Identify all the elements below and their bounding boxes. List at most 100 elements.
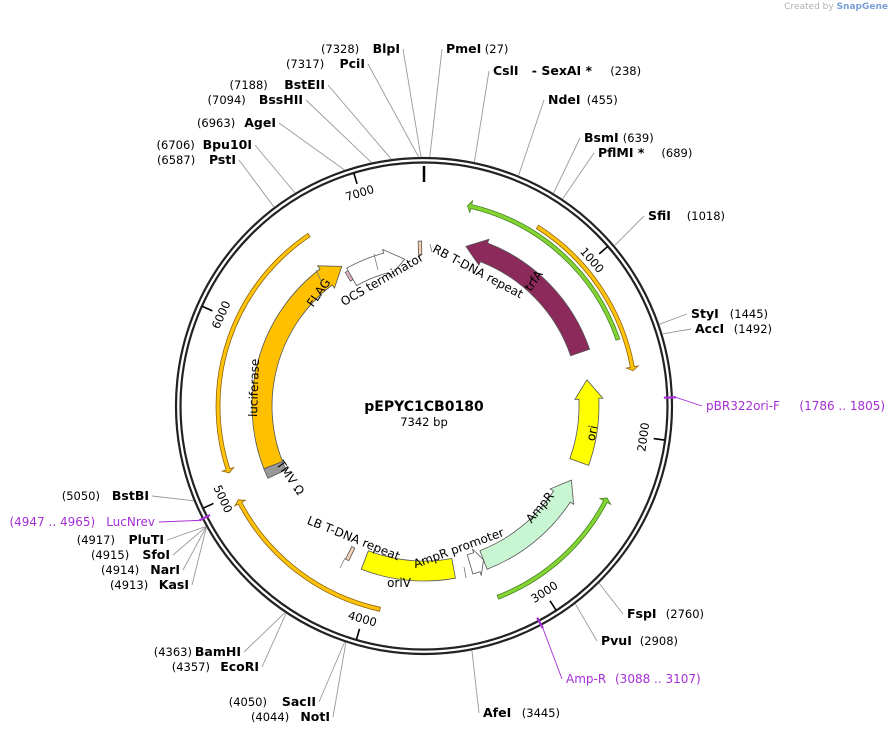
site-name-blpi[interactable]: BlpI xyxy=(373,41,400,56)
site-kasi[interactable]: KasI(4913) xyxy=(110,526,207,592)
tick-label-7000: 7000 xyxy=(344,182,376,204)
site-ecori[interactable]: EcoRI(4357) xyxy=(172,613,287,674)
site-pflmi[interactable]: PflMI *(689) xyxy=(562,145,693,200)
feature-ocs-terminator[interactable] xyxy=(346,248,406,287)
site-name-bamhi[interactable]: BamHI xyxy=(195,644,241,659)
site-afei[interactable]: AfeI(3445) xyxy=(471,650,560,720)
primer-lucnrev[interactable]: LucNrev(4947 .. 4965) xyxy=(9,513,211,529)
site-bsteii[interactable]: BstEII(7188) xyxy=(230,77,392,160)
site-name-bstbi[interactable]: BstBI xyxy=(112,488,149,503)
site-name-psti[interactable]: PstI xyxy=(209,152,236,167)
site-pluti[interactable]: PluTI (4917) xyxy=(77,525,207,547)
site-nari[interactable]: NarI(4914) xyxy=(101,526,207,577)
site-name-pmei[interactable]: PmeI xyxy=(446,41,481,56)
feature-rb-t-dna-repeat[interactable] xyxy=(417,240,423,256)
feature-shape-luciferase[interactable] xyxy=(251,265,343,470)
feature-shape-trfa[interactable] xyxy=(465,238,591,357)
backbone-outer-circle xyxy=(174,156,674,656)
site-leader-bsmi xyxy=(553,137,581,194)
site-name-pflmi[interactable]: PflMI * xyxy=(598,145,645,160)
site-name-bsshii[interactable]: BssHII xyxy=(259,92,303,107)
center-label: pEPYC1CB0180 7342 bp xyxy=(364,399,484,429)
primer-pbr322ori-f[interactable]: pBR322ori-F (1786 .. 1805) xyxy=(663,396,885,413)
site-name-bsmi[interactable]: BsmI xyxy=(584,130,619,145)
site-name-bsteii[interactable]: BstEII xyxy=(284,77,325,92)
site-name-pcii[interactable]: PciI xyxy=(339,56,365,71)
site-psti[interactable]: PstI(6587) xyxy=(157,152,275,208)
feature-luciferase[interactable] xyxy=(251,265,343,470)
site-name-ecori[interactable]: EcoRI xyxy=(220,659,259,674)
primer-name-lucnrev[interactable]: LucNrev xyxy=(106,515,155,529)
site-leader-acci xyxy=(662,328,692,335)
site-name-bpu10i[interactable]: Bpu10I xyxy=(203,137,252,152)
site-pmei[interactable]: PmeI(27) xyxy=(429,41,509,158)
site-ndei[interactable]: NdeI(455) xyxy=(518,92,618,176)
site-name-sacii[interactable]: SacII xyxy=(282,694,316,709)
feature-shape-ampr[interactable] xyxy=(479,479,575,570)
site-name-noti[interactable]: NotI xyxy=(300,709,330,724)
site-styi[interactable]: StyI (1445) xyxy=(659,306,768,325)
site-pos-pluti: (4917) xyxy=(77,533,115,547)
site-name-styi[interactable]: StyI xyxy=(691,306,719,321)
site-name-agei[interactable]: AgeI xyxy=(244,115,276,130)
feature-shape-ocs-terminator[interactable] xyxy=(346,248,406,287)
site-name-sfoi[interactable]: SfoI xyxy=(142,547,170,562)
primer-name-amp-r[interactable]: Amp-R xyxy=(566,672,606,686)
feature-shape-rb-t-dna-repeat[interactable] xyxy=(417,240,423,256)
feature-leader-2 xyxy=(429,243,433,253)
site-name-nari[interactable]: NarI xyxy=(150,562,180,577)
site-bpu10i[interactable]: Bpu10I(6706) xyxy=(157,137,296,194)
site-bsmi[interactable]: BsmI(639) xyxy=(553,130,654,194)
site-fspi[interactable]: FspI(2760) xyxy=(598,582,704,621)
site-blpi[interactable]: BlpI(7328) xyxy=(321,41,422,158)
site-pvui[interactable]: PvuI(2908) xyxy=(574,603,678,648)
site-agei[interactable]: AgeI(6963) xyxy=(197,115,345,171)
site-sfoi[interactable]: SfoI(4915) xyxy=(91,526,207,562)
site-name-pluti[interactable]: PluTI xyxy=(128,532,164,547)
primer-amp-r[interactable]: Amp-R(3088 .. 3107) xyxy=(536,617,701,686)
orf-arrow-2[interactable] xyxy=(215,232,311,474)
feature-ampr[interactable] xyxy=(479,479,575,570)
site-name-fspi[interactable]: FspI xyxy=(627,606,657,621)
site-sacii[interactable]: SacII(4050) xyxy=(229,641,346,709)
site-bsshii[interactable]: BssHII(7094) xyxy=(208,92,372,163)
tick-label-5000: 5000 xyxy=(210,483,235,515)
feature-shape-ampr-promoter[interactable] xyxy=(466,548,484,576)
feature-lb-t-dna-repeat[interactable] xyxy=(344,546,356,562)
site-name-ndei[interactable]: NdeI xyxy=(548,92,581,107)
feature-ori[interactable] xyxy=(569,379,604,466)
tick-mark-2000 xyxy=(653,437,665,441)
site-leader-sfii xyxy=(614,215,645,247)
feature-shape-ori[interactable] xyxy=(569,379,604,466)
primer-range-pbr322ori-f: (1786 .. 1805) xyxy=(799,399,885,413)
site-pcii[interactable]: PciI(7317) xyxy=(286,56,420,158)
site-noti[interactable]: NotI(4044) xyxy=(251,642,347,724)
primer-leader-lucnrev xyxy=(158,519,200,523)
site-name-pvui[interactable]: PvuI xyxy=(601,633,632,648)
site-bstbi[interactable]: BstBI(5050) xyxy=(62,488,194,503)
orf-arrow-1[interactable] xyxy=(233,499,381,612)
backbone xyxy=(174,156,674,656)
site-name-acci[interactable]: AccI xyxy=(695,321,724,336)
site-name-csli[interactable]: CslI xyxy=(493,63,519,78)
tick-mark-3000 xyxy=(549,600,557,611)
site-pos-styi: (1445) xyxy=(730,307,768,321)
site-sfii[interactable]: SfiI(1018) xyxy=(614,208,726,247)
feature-trfa[interactable] xyxy=(465,238,591,357)
primer-name-pbr322ori-f[interactable]: pBR322ori-F xyxy=(706,399,780,413)
site-name-sfii[interactable]: SfiI xyxy=(648,208,671,223)
orf-arrow-3[interactable] xyxy=(467,199,621,341)
site-bamhi[interactable]: BamHI(4363) xyxy=(154,612,286,659)
feature-ampr-promoter[interactable] xyxy=(466,548,484,576)
site-acci[interactable]: AccI(1492) xyxy=(662,321,772,336)
feature-shape-oriv[interactable] xyxy=(360,550,456,582)
feature-shape-lb-t-dna-repeat[interactable] xyxy=(344,546,356,562)
orf-arrow-0[interactable] xyxy=(535,224,640,372)
site-leader-bsteii xyxy=(327,84,392,160)
feature-label-luciferase: luciferase xyxy=(246,358,262,417)
site-name-kasi[interactable]: KasI xyxy=(159,577,189,592)
feature-oriv[interactable] xyxy=(360,550,456,582)
orf-arrow-4[interactable] xyxy=(496,497,612,600)
site-csli[interactable]: CslI- SexAI *(238) xyxy=(473,63,641,163)
site-name-afei[interactable]: AfeI xyxy=(483,705,511,720)
